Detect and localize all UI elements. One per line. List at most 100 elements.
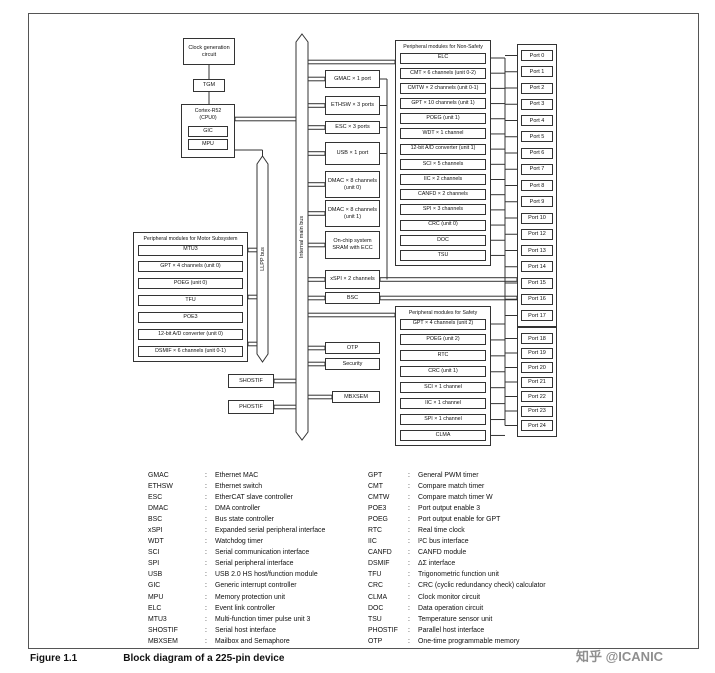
legend-gmac: GMAC: Ethernet MAC — [148, 470, 325, 481]
port-port-19: Port 19 — [521, 347, 553, 359]
legend-desc: USB 2.0 HS host/function module — [215, 571, 318, 579]
legend-canfd: CANFD:CANFD module — [368, 547, 546, 558]
port-port-22: Port 22 — [521, 391, 553, 402]
legend-mtu3: MTU3:Multi-function timer pulse unit 3 — [148, 614, 325, 625]
legend-desc: EtherCAT slave controller — [215, 494, 293, 502]
block-dmac-1: DMAC × 8 channels (unit 1) — [325, 200, 380, 227]
legend-colon: : — [408, 472, 410, 479]
legend-term: POE3 — [368, 505, 387, 513]
legend-term: IIC — [368, 538, 377, 546]
legend-doc: DOC:Data operation circuit — [368, 603, 546, 614]
motor-item-tfu: TFU — [138, 295, 243, 307]
nonsafety-item-gpt-10-channels-unit-1: GPT × 10 channels (unit 1) — [400, 98, 486, 110]
legend-term: PHOSTIF — [368, 626, 398, 634]
legend-desc: One-time programmable memory — [418, 637, 520, 645]
port-port-21: Port 21 — [521, 376, 553, 388]
group-motor-subsystem: Peripheral modules for Motor Subsystem M… — [133, 232, 248, 362]
legend-sci: SCI:Serial communication interface — [148, 547, 325, 558]
legend-colon: : — [205, 494, 207, 502]
watermark: 知乎 @ICANIC — [576, 649, 664, 664]
legend-desc: CANFD module — [418, 549, 467, 557]
legend-colon: : — [205, 516, 207, 524]
legend-usb: USB:USB 2.0 HS host/function module — [148, 569, 325, 580]
legend-spi: SPI:Serial peripheral interface — [148, 558, 325, 569]
motor-item-dsmif-6-channels-unit-0-1: DSMIF × 6 channels (unit 0-1) — [138, 345, 243, 357]
legend-desc: Data operation circuit — [418, 604, 484, 612]
legend-desc: Parallel host interface — [418, 626, 485, 634]
legend-term: TFU — [368, 571, 382, 579]
legend-colon: : — [205, 582, 207, 590]
legend-dmac: DMAC:DMA controller — [148, 503, 325, 514]
nonsafety-item-tsu: TSU — [400, 249, 486, 261]
legend-gic: GIC:Generic interrupt controller — [148, 580, 325, 591]
legend-poeg: POEG:Port output enable for GPT — [368, 514, 546, 525]
legend-ethsw: ETHSW:Ethernet switch — [148, 481, 325, 492]
legend-desc: Multi-function timer pulse unit 3 — [215, 615, 311, 623]
legend-term: TSU — [368, 615, 382, 623]
legend-term: POEG — [368, 516, 388, 524]
port-port-16: Port 16 — [521, 293, 553, 305]
nonsafety-item-poeg-unit-1: POEG (unit 1) — [400, 113, 486, 125]
block-sram: On-chip system SRAM with ECC — [325, 231, 380, 259]
legend-poe3: POE3:Port output enable 3 — [368, 503, 546, 514]
legend-colon: : — [205, 560, 207, 568]
legend-term: ETHSW — [148, 483, 173, 491]
legend-term: CMT — [368, 483, 383, 491]
legend-otp: OTP:One-time programmable memory — [368, 636, 546, 647]
legend-term: RTC — [368, 527, 383, 535]
legend-desc: Ethernet switch — [215, 483, 263, 491]
legend-term: SPI — [148, 560, 160, 568]
legend-term: ESC — [148, 494, 163, 502]
motor-item-gpt-4-channels-unit-0: GPT × 4 channels (unit 0) — [138, 261, 243, 273]
nonsafety-item-doc: DOC — [400, 234, 486, 246]
legend-term: MPU — [148, 593, 164, 601]
safety-item-iic-1-channel: IIC × 1 channel — [400, 398, 486, 410]
legend-crc: CRC:CRC (cyclic redundancy check) calcul… — [368, 580, 546, 591]
legend-colon: : — [408, 483, 410, 491]
legend-desc: Expanded serial peripheral interface — [215, 527, 326, 535]
legend-desc: Event link controller — [215, 604, 276, 612]
legend-desc: ΔΣ interface — [418, 560, 456, 568]
safety-item-clma: CLMA — [400, 429, 486, 441]
legend-desc: Real time clock — [418, 527, 465, 535]
legend-colon: : — [408, 560, 410, 568]
motor-item-poe3: POE3 — [138, 312, 243, 324]
legend-desc: Port output enable 3 — [418, 505, 481, 513]
legend-desc: Clock monitor circuit — [418, 593, 481, 601]
legend-colon: : — [408, 582, 410, 590]
legend-colon: : — [408, 549, 410, 557]
block-mbxsem: MBXSEM — [332, 391, 380, 403]
nonsafety-item-12-bit-a-d-converter-unit-1: 12-bit A/D converter (unit 1) — [400, 143, 486, 155]
legend-colon: : — [205, 593, 207, 601]
legend-term: CMTW — [368, 494, 390, 502]
block-clock-generation: Clock generation circuit — [183, 38, 235, 65]
legend-term: GMAC — [148, 472, 169, 479]
safety-item-sci-1-channel: SCI × 1 channel — [400, 382, 486, 394]
port-port-0: Port 0 — [521, 50, 553, 61]
legend-term: GIC — [148, 582, 161, 590]
legend-term: xSPI — [148, 527, 163, 535]
legend-desc: DMA controller — [215, 505, 261, 513]
block-ethsw: ETHSW × 3 ports — [325, 96, 380, 115]
legend-colon: : — [205, 472, 207, 479]
motor-group-title: Peripheral modules for Motor Subsystem — [143, 236, 238, 242]
port-port-14: Port 14 — [521, 261, 553, 273]
nonsafety-item-cmt-6-channels-unit-0-2: CMT × 6 channels (unit 0-2) — [400, 67, 486, 79]
port-port-23: Port 23 — [521, 405, 553, 417]
safety-item-poeg-unit-2: POEG (unit 2) — [400, 334, 486, 346]
legend-desc: Ethernet MAC — [215, 472, 259, 479]
legend-term: SHOSTIF — [148, 626, 178, 634]
nonsafety-item-wdt-1-channel: WDT × 1 channel — [400, 128, 486, 140]
cpu-inner: GIC MPU — [186, 123, 230, 153]
block-otp: OTP — [325, 342, 380, 354]
nonsafety-item-sci-5-channels: SCI × 5 channels — [400, 158, 486, 170]
legend-term: WDT — [148, 538, 164, 546]
legend-bsc: BSC:Bus state controller — [148, 514, 325, 525]
legend-term: BSC — [148, 516, 163, 524]
